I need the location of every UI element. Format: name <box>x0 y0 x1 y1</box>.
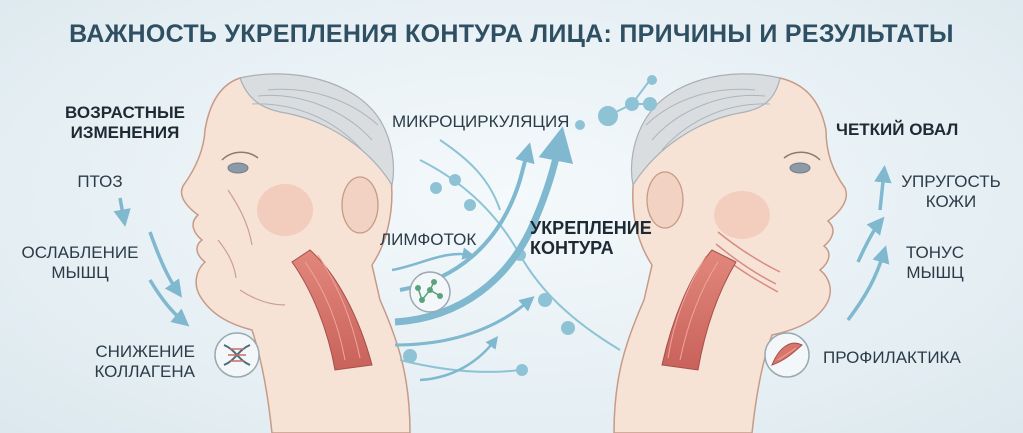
left-item-muscle-weakening: ОСЛАБЛЕНИЕ МЫШЦ <box>21 243 139 282</box>
right-item-muscle-tone: ТОНУС МЫШЦ <box>905 243 965 282</box>
left-face-illustration <box>180 73 411 433</box>
right-item-prevention: ПРОФИЛАКТИКА <box>823 348 961 367</box>
right-item-skin-elasticity: УПРУГОСТЬ КОЖИ <box>901 172 1001 211</box>
dna-icon <box>214 332 260 378</box>
right-face-illustration <box>613 73 847 433</box>
molecule-icon <box>409 271 451 313</box>
right-arrows <box>846 165 892 322</box>
left-item-collagen-decrease: СНИЖЕНИЕ КОЛЛАГЕНА <box>94 342 195 381</box>
page-title: ВАЖНОСТЬ УКРЕПЛЕНИЯ КОНТУРА ЛИЦА: ПРИЧИН… <box>69 20 954 48</box>
center-main-label: УКРЕПЛЕНИЕ КОНТУРА <box>530 218 652 258</box>
left-item-ptosis: ПТОЗ <box>77 172 123 191</box>
left-arrows <box>113 197 190 327</box>
right-heading: ЧЕТКИЙ ОВАЛ <box>836 120 959 139</box>
muscle-icon <box>764 332 810 378</box>
left-heading: ВОЗРАСТНЫЕ ИЗМЕНЕНИЯ <box>65 103 185 142</box>
center-microcirculation-label: МИКРОЦИРКУЛЯЦИЯ <box>392 112 570 131</box>
flow-arrows <box>391 126 574 382</box>
center-lymph-label: ЛИМФОТОК <box>380 230 477 249</box>
